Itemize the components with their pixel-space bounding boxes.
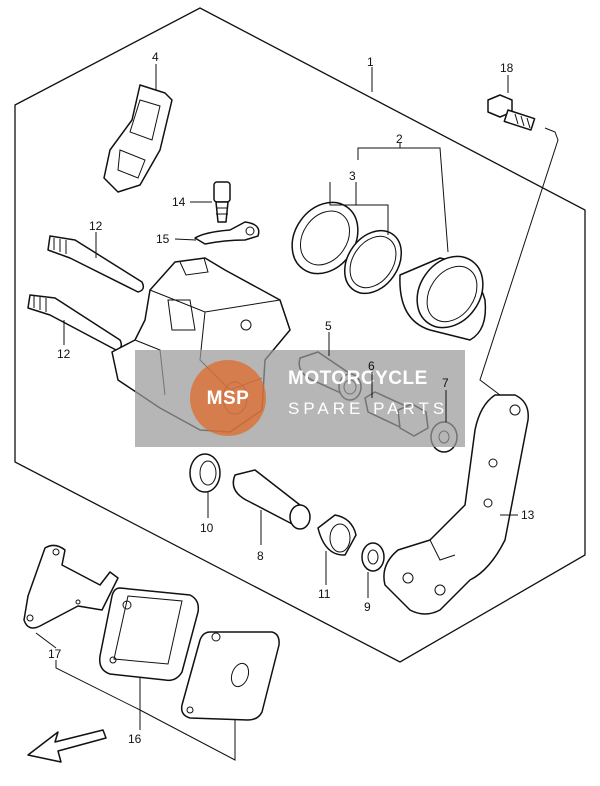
callout-1: 1 (367, 55, 374, 69)
front-arrow-icon (27, 729, 107, 763)
piston-seal-set (291, 201, 487, 341)
callout-12-upper: 12 (89, 219, 103, 233)
callout-12-lower: 12 (57, 347, 71, 361)
callout-7: 7 (442, 376, 449, 390)
callout-5: 5 (325, 319, 332, 333)
callouts: 1 2 3 4 5 6 7 8 9 10 11 12 12 13 14 15 1… (48, 50, 535, 746)
watermark-badge (190, 360, 266, 436)
watermark: MSP MOTORCYCLE SPARE PARTS (135, 350, 465, 447)
callout-3: 3 (349, 169, 356, 183)
bushing-part (317, 514, 357, 556)
watermark-subtitle: SPARE PARTS (288, 399, 448, 418)
bleeder-cap-part (194, 221, 260, 245)
slide-pin-upper (47, 235, 145, 293)
brake-pad-inner (98, 587, 200, 682)
callout-4: 4 (152, 50, 159, 64)
callout-6: 6 (368, 359, 375, 373)
callout-11: 11 (318, 587, 331, 601)
callout-15: 15 (156, 232, 170, 246)
callout-13: 13 (521, 508, 535, 522)
watermark-title: MOTORCYCLE (288, 368, 428, 389)
callout-18: 18 (500, 61, 514, 75)
leader-lines (35, 64, 559, 761)
boot-part (189, 453, 221, 493)
callout-17: 17 (48, 647, 62, 661)
o-ring-part (361, 542, 385, 572)
caliper-bracket-part (383, 394, 529, 615)
callout-8: 8 (257, 549, 264, 563)
watermark-band (135, 350, 465, 447)
bleeder-screw-part (213, 181, 231, 223)
pin-part (232, 469, 311, 530)
watermark-badge-text: MSP (207, 388, 250, 409)
shim-part (23, 544, 119, 629)
slide-pin-lower (27, 294, 123, 351)
assembly-boundary (14, 7, 586, 663)
bolt-part (487, 94, 536, 131)
callout-14: 14 (172, 195, 186, 209)
callout-10: 10 (200, 521, 214, 535)
callout-2: 2 (396, 132, 403, 146)
bracket-clip-part (103, 84, 173, 193)
callout-16: 16 (128, 732, 142, 746)
brake-pad-outer (180, 631, 280, 721)
callout-9: 9 (364, 600, 371, 614)
